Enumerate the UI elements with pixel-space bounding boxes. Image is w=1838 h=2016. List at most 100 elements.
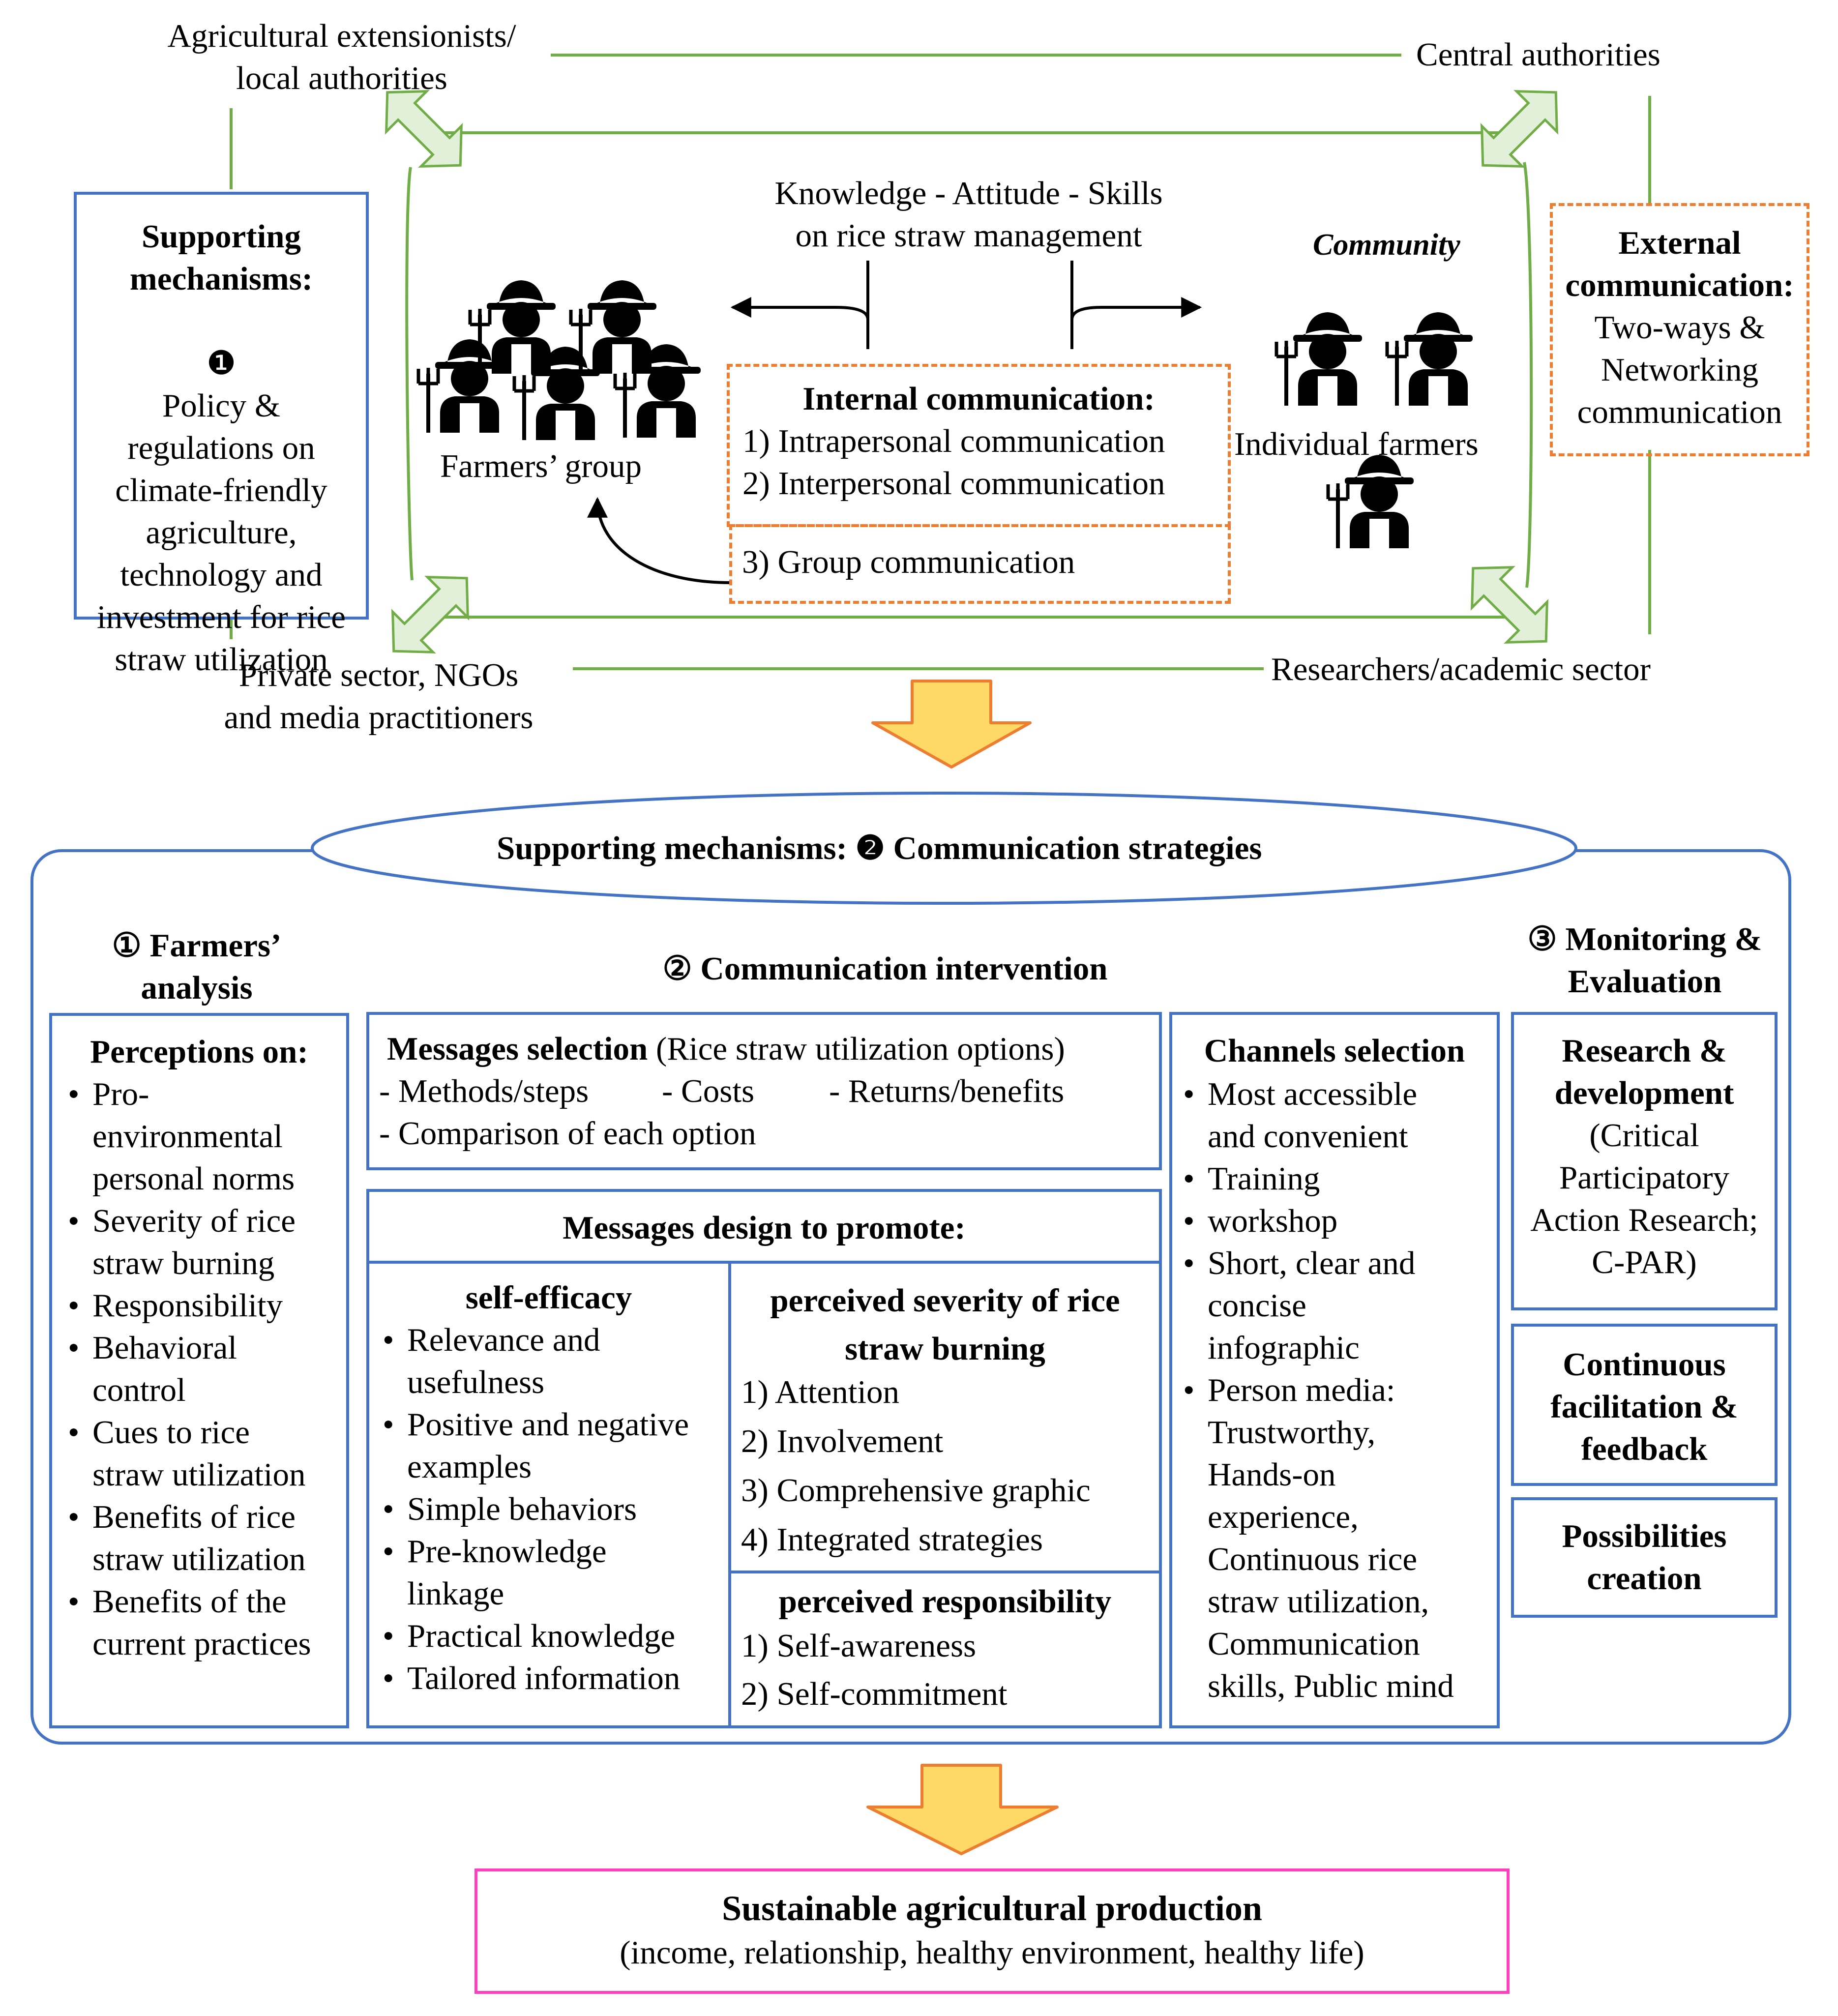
messages-selection-box: Messages selection (Rice straw utilizati…	[366, 1012, 1162, 1170]
external-text: Two-ways & Networking communication	[1577, 309, 1782, 430]
down-arrow-2	[866, 1764, 1059, 1855]
divider	[731, 1571, 1159, 1573]
messages-design-title: Messages design to promote:	[563, 1210, 966, 1246]
farmer-icon	[418, 339, 504, 433]
arrow-group-communication	[587, 497, 731, 584]
list-item: Short, clear and concise infographic	[1177, 1242, 1454, 1369]
stakeholder-researchers: Researchers/academic sector	[1271, 651, 1651, 687]
frame-right	[1523, 162, 1533, 588]
double-arrow-top-left	[385, 89, 463, 168]
policy-title: Supporting mechanisms:	[129, 218, 313, 297]
rd-text: (Critical Participatory Action Research;…	[1530, 1117, 1758, 1280]
perceptions-list: Pro- environmental personal normsSeverit…	[62, 1073, 311, 1665]
list-item: Pre-knowledge linkage	[377, 1530, 689, 1615]
list-item: Behavioral control	[62, 1327, 311, 1411]
double-arrow-top-right	[1480, 89, 1559, 168]
msg-item-returns: - Returns/benefits	[829, 1073, 1065, 1109]
rd-title: Research & development	[1554, 1033, 1734, 1111]
internal-item-2: 2) Interpersonal communication	[742, 465, 1165, 502]
msg-item-methods: - Methods/steps	[379, 1073, 589, 1109]
list-item: Responsibility	[62, 1284, 311, 1327]
msg-item-comparison: - Comparison of each option	[379, 1115, 756, 1152]
channels-title: Channels selection	[1204, 1033, 1465, 1069]
strategies-header-number: ❷	[855, 830, 885, 866]
frame-left	[405, 167, 414, 581]
intervention-heading: ② Communication intervention	[662, 950, 1108, 987]
strategies-header: Supporting mechanisms: ❷ Communication s…	[497, 827, 1382, 869]
farmer-icon	[1328, 455, 1414, 548]
policy-text: ❶ Policy & regulations on climate-friend…	[77, 300, 366, 681]
list-item: Cues to rice straw utilization	[62, 1411, 311, 1496]
numbered-item: 3) Comprehensive graphic	[741, 1472, 1091, 1509]
self-efficacy-title: self-efficacy	[465, 1279, 632, 1316]
list-item: Positive and negative examples	[377, 1403, 689, 1488]
outcome-box: Sustainable agricultural production (inc…	[474, 1868, 1510, 1994]
farmers-group-label: Farmers’ group	[440, 448, 642, 484]
policy-number: ❶	[206, 345, 237, 382]
internal-title: Internal communication:	[802, 381, 1155, 417]
messages-design-box: Messages design to promote: self-efficac…	[366, 1189, 1162, 1728]
group-communication-box: 3) Group communication	[729, 524, 1231, 604]
list-item: workshop	[1177, 1200, 1454, 1242]
down-arrow-1	[871, 680, 1032, 769]
strategies-header-title: Communication strategies	[893, 830, 1262, 866]
internal-item-1: 1) Intrapersonal communication	[742, 423, 1165, 459]
numbered-item: 4) Integrated strategies	[741, 1521, 1043, 1558]
list-item: Severity of rice straw burning	[62, 1200, 311, 1284]
double-arrow-bottom-left	[391, 575, 470, 654]
messages-selection-title: Messages selection	[387, 1031, 648, 1067]
numbered-item: 2) Self-commitment	[741, 1676, 1008, 1712]
list-item: Person media: Trustworthy, Hands-on expe…	[1177, 1369, 1454, 1707]
possibilities-text: Possibilities creation	[1562, 1518, 1727, 1597]
numbered-item: 2) Involvement	[741, 1423, 944, 1459]
strategies-header-prefix: Supporting mechanisms:	[497, 830, 847, 866]
farmer-icon	[1276, 312, 1362, 406]
numbered-item: 1) Attention	[741, 1374, 899, 1410]
list-item: Benefits of rice straw utilization	[62, 1496, 311, 1580]
divider	[369, 1261, 1159, 1264]
external-box: External communication: Two-ways & Netwo…	[1550, 203, 1809, 456]
channels-box: Channels selection Most accessible and c…	[1169, 1012, 1500, 1728]
perceptions-box: Perceptions on: Pro- environmental perso…	[49, 1013, 349, 1728]
facilitation-text: Continuous facilitation & feedback	[1550, 1346, 1738, 1467]
responsibility-title: perceived responsibility	[778, 1583, 1112, 1620]
stakeholder-extensionists: Agricultural extensionists/ local author…	[167, 18, 516, 96]
messages-selection-subtitle: (Rice straw utilization options)	[656, 1031, 1065, 1067]
individual-farmers-label: Individual farmers	[1234, 426, 1479, 462]
possibilities-box: Possibilities creation	[1511, 1497, 1778, 1618]
list-item: Tailored information	[377, 1657, 689, 1699]
msg-item-costs: - Costs	[662, 1073, 755, 1109]
list-item: Most accessible and convenient	[1177, 1073, 1454, 1157]
external-title: External communication:	[1565, 225, 1794, 303]
group-communication: 3) Group communication	[742, 544, 1075, 580]
policy-body: Policy & regulations on climate-friendly…	[96, 387, 346, 678]
channels-list: Most accessible and convenientTrainingwo…	[1177, 1073, 1454, 1707]
outcome-subtitle: (income, relationship, healthy environme…	[620, 1934, 1364, 1971]
perceptions-title: Perceptions on:	[90, 1034, 308, 1070]
double-arrow-bottom-right	[1470, 565, 1549, 644]
divider	[728, 1261, 731, 1728]
farmer-icon	[470, 280, 556, 374]
outcome-title: Sustainable agricultural production	[722, 1889, 1262, 1928]
farmers-analysis-heading: ① Farmers’ analysis	[112, 927, 282, 1006]
strategies-ellipse	[311, 792, 1577, 905]
rd-box: Research & development (Critical Partici…	[1511, 1012, 1778, 1310]
kas-label: Knowledge - Attitude - Skills on rice st…	[774, 175, 1163, 254]
community-label: Community	[1313, 228, 1460, 262]
list-item: Pro- environmental personal norms	[62, 1073, 311, 1200]
facilitation-box: Continuous facilitation & feedback	[1511, 1324, 1778, 1486]
stakeholder-central: Central authorities	[1416, 36, 1660, 73]
list-item: Practical knowledge	[377, 1615, 689, 1657]
self-efficacy-list: Relevance and usefulnessPositive and neg…	[377, 1319, 689, 1699]
policy-box: Supporting mechanisms: ❶ Policy & regula…	[74, 192, 369, 678]
monitoring-heading: ③ Monitoring & Evaluation	[1527, 921, 1762, 1000]
messages-selection-heading: Messages selection (Rice straw utilizati…	[387, 1028, 1065, 1070]
list-item: Relevance and usefulness	[377, 1319, 689, 1403]
severity-list: 1) Attention 2) Involvement 3) Comprehensi…	[741, 1371, 1091, 1568]
list-item: Simple behaviors	[377, 1488, 689, 1530]
severity-title: perceived severity of rice straw burning	[770, 1282, 1120, 1367]
farmer-icon	[1387, 312, 1473, 406]
internal-box: Internal communication: 1) Intrapersonal…	[727, 364, 1231, 527]
